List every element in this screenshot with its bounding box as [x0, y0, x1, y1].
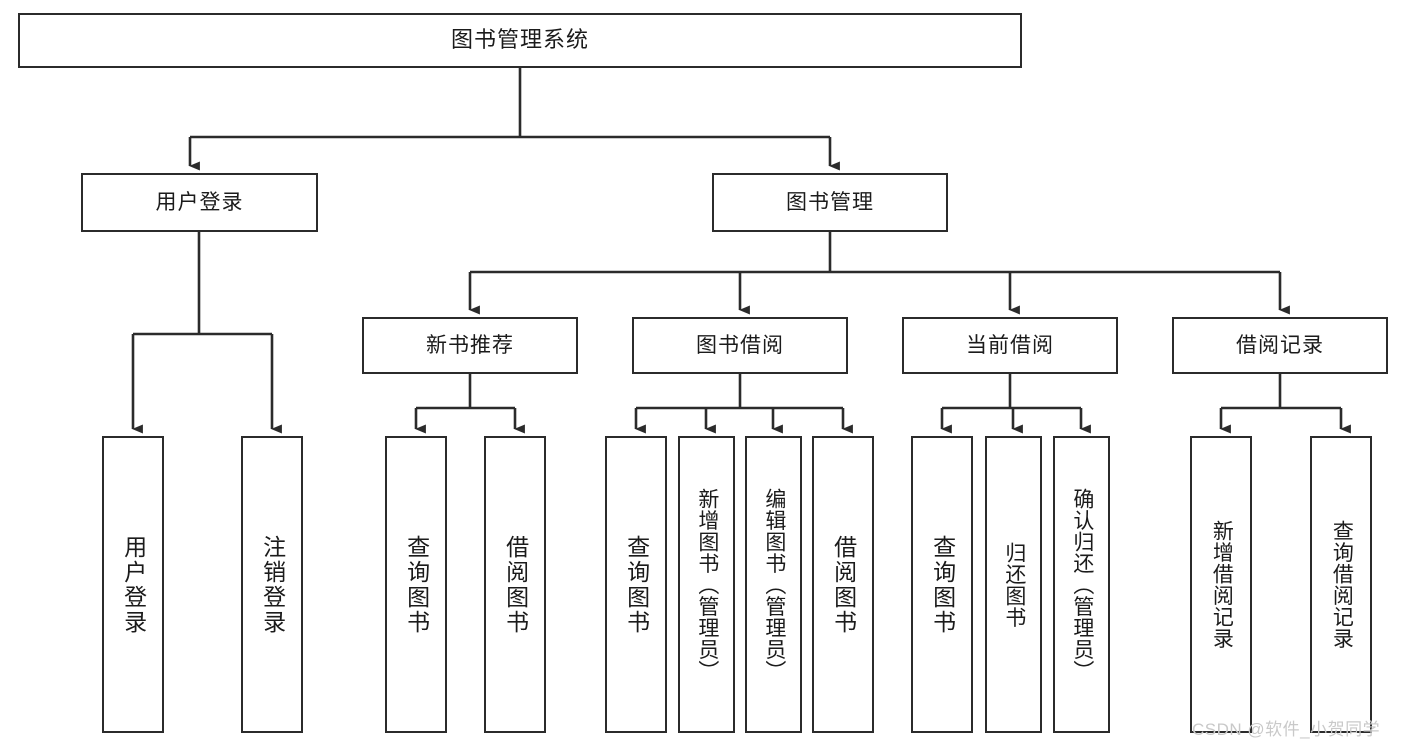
leaf-query-book-current[interactable]: 查询图书 [911, 436, 973, 733]
node-borrow-record[interactable]: 借阅记录 [1172, 317, 1388, 374]
node-user-login[interactable]: 用户登录 [81, 173, 318, 232]
leaf-query-book-borrow-label: 查询图书 [623, 534, 650, 635]
leaf-query-borrow-record-label: 查询借阅记录 [1330, 520, 1354, 649]
leaf-add-book-label: 新增图书（管理员） [695, 487, 719, 682]
node-current-borrow[interactable]: 当前借阅 [902, 317, 1118, 374]
node-user-login-label: 用户登录 [155, 190, 244, 214]
node-current-borrow-label: 当前借阅 [966, 333, 1054, 357]
leaf-query-book-borrow[interactable]: 查询图书 [605, 436, 667, 733]
watermark: CSDN @软件_小贺同学 [1192, 715, 1380, 740]
leaf-borrow-book[interactable]: 借阅图书 [812, 436, 874, 733]
leaf-add-book[interactable]: 新增图书（管理员） [678, 436, 735, 733]
leaf-borrow-book-label: 借阅图书 [830, 534, 857, 635]
node-new-book-recommend[interactable]: 新书推荐 [362, 317, 578, 374]
node-book-borrow-label: 图书借阅 [696, 333, 784, 357]
leaf-edit-book-label: 编辑图书（管理员） [762, 487, 786, 682]
watermark-text: CSDN @软件_小贺同学 [1192, 720, 1381, 739]
leaf-query-book-recommend[interactable]: 查询图书 [385, 436, 447, 733]
leaf-confirm-return-label: 确认归还（管理员） [1070, 487, 1094, 682]
node-book-borrow[interactable]: 图书借阅 [632, 317, 848, 374]
leaf-return-book-label: 归还图书 [1002, 541, 1026, 628]
node-root[interactable]: 图书管理系统 [18, 13, 1022, 68]
leaf-user-login-label: 用户登录 [120, 534, 147, 635]
leaf-borrow-book-recommend-label: 借阅图书 [502, 534, 529, 635]
leaf-logout[interactable]: 注销登录 [241, 436, 303, 733]
leaf-borrow-book-recommend[interactable]: 借阅图书 [484, 436, 546, 733]
leaf-logout-label: 注销登录 [259, 534, 286, 635]
leaf-edit-book[interactable]: 编辑图书（管理员） [745, 436, 802, 733]
leaf-user-login[interactable]: 用户登录 [102, 436, 164, 733]
node-book-manage-label: 图书管理 [786, 190, 874, 214]
leaf-add-borrow-record[interactable]: 新增借阅记录 [1190, 436, 1252, 733]
node-root-label: 图书管理系统 [450, 27, 589, 53]
node-new-book-recommend-label: 新书推荐 [426, 333, 514, 357]
node-book-manage[interactable]: 图书管理 [712, 173, 948, 232]
leaf-confirm-return[interactable]: 确认归还（管理员） [1053, 436, 1110, 733]
leaf-return-book[interactable]: 归还图书 [985, 436, 1042, 733]
leaf-query-book-recommend-label: 查询图书 [403, 534, 430, 635]
leaf-query-borrow-record[interactable]: 查询借阅记录 [1310, 436, 1372, 733]
leaf-query-book-current-label: 查询图书 [929, 534, 956, 635]
node-borrow-record-label: 借阅记录 [1236, 333, 1324, 357]
leaf-add-borrow-record-label: 新增借阅记录 [1210, 520, 1234, 649]
